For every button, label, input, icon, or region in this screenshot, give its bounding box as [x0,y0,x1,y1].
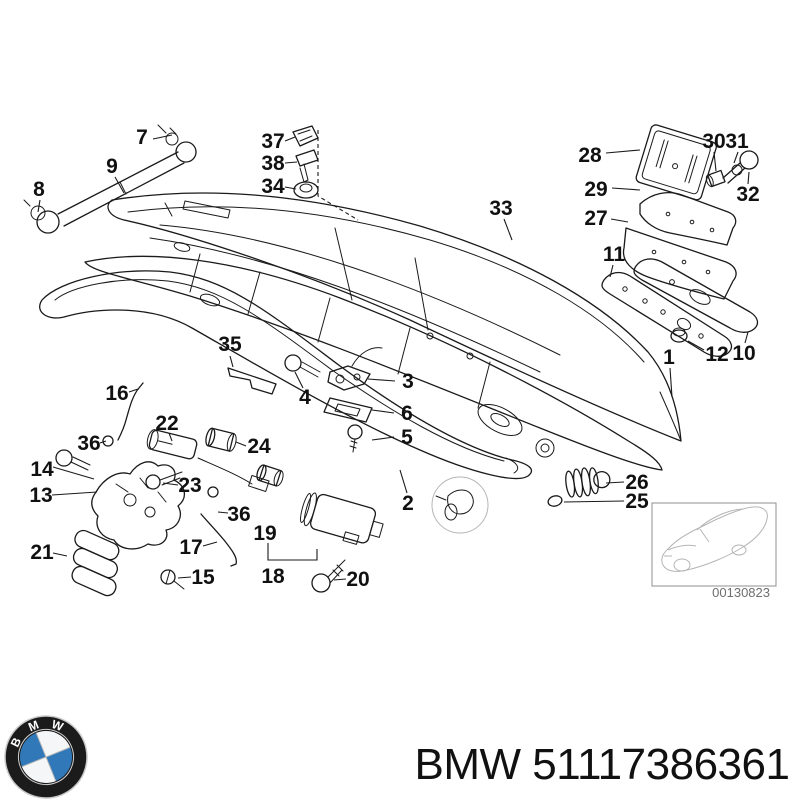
plate-filler-panels-drawing [622,124,737,300]
part-label-23: 23 [178,474,201,497]
part-label-25: 25 [625,490,649,513]
part-label-20: 20 [346,568,369,591]
part-label-9: 9 [106,155,118,178]
part-label-5: 5 [401,426,413,449]
part-label-30: 30 [702,130,725,153]
part-label-33: 33 [489,197,512,220]
part-label-11: 11 [603,243,626,266]
part-label-13: 13 [29,484,52,507]
part-label-38: 38 [261,152,285,175]
part-label-10: 10 [732,342,755,365]
part-label-17: 17 [179,536,202,559]
gas-strut-drawing [23,124,197,234]
part-label-7: 7 [136,126,148,149]
part-label-21: 21 [30,541,54,564]
part-label-24: 24 [247,435,271,458]
part-label-1: 1 [663,346,675,369]
part-label-36b: 36 [227,503,250,526]
part-label-32: 32 [736,183,759,206]
bmw-logo: B M W [4,715,88,799]
bellows-grommet-drawing [547,467,611,507]
part-label-29: 29 [584,178,607,201]
part-label-4: 4 [299,386,311,409]
thumbnail-code: 00130823 [712,585,770,600]
part-label-34: 34 [261,175,285,198]
part-label-2: 2 [402,492,414,515]
part-label-3: 3 [402,370,414,393]
part-label-37: 37 [261,130,284,153]
part-label-6: 6 [401,402,413,425]
part-label-27: 27 [584,207,607,230]
footer: B M W BMW 51117386361 [4,715,790,799]
part-label-35: 35 [218,333,242,356]
trim-strips-drawing [601,258,759,357]
clip-bolt-grommet-drawing [292,125,359,221]
bmw-logo-letter-m: M [26,718,41,735]
seal-drawing [39,270,533,534]
part-label-15: 15 [191,566,215,589]
lock-cluster-drawing [55,382,384,597]
part-number-text: BMW 51117386361 [415,740,790,789]
hinge-pin-parts-drawing [705,150,759,188]
part-label-19: 19 [253,522,276,545]
trunk-lid-inner-panel-drawing [84,253,663,471]
part-label-31: 31 [725,130,749,153]
car-thumbnail-box [651,502,777,587]
part-label-12: 12 [705,343,728,366]
part-labels: 1 2 3 4 5 6 7 8 9 10 11 12 13 14 15 16 1… [29,126,759,591]
bmw-logo-letter-w: W [50,717,66,734]
striker-cluster-drawing [227,347,383,453]
part-label-28: 28 [578,144,602,167]
trunk-lid-outer-panel-drawing [107,192,682,442]
part-label-26: 26 [625,471,648,494]
part-label-14: 14 [30,458,54,481]
car-outline-sketch [661,506,768,572]
part-label-36a: 36 [77,432,100,455]
part-label-8: 8 [33,178,45,201]
part-label-16: 16 [105,382,128,405]
part-label-22: 22 [155,412,178,435]
leader-lines [37,134,750,581]
car-thumbnail: 00130823 [651,502,777,600]
part-label-18: 18 [261,565,285,588]
